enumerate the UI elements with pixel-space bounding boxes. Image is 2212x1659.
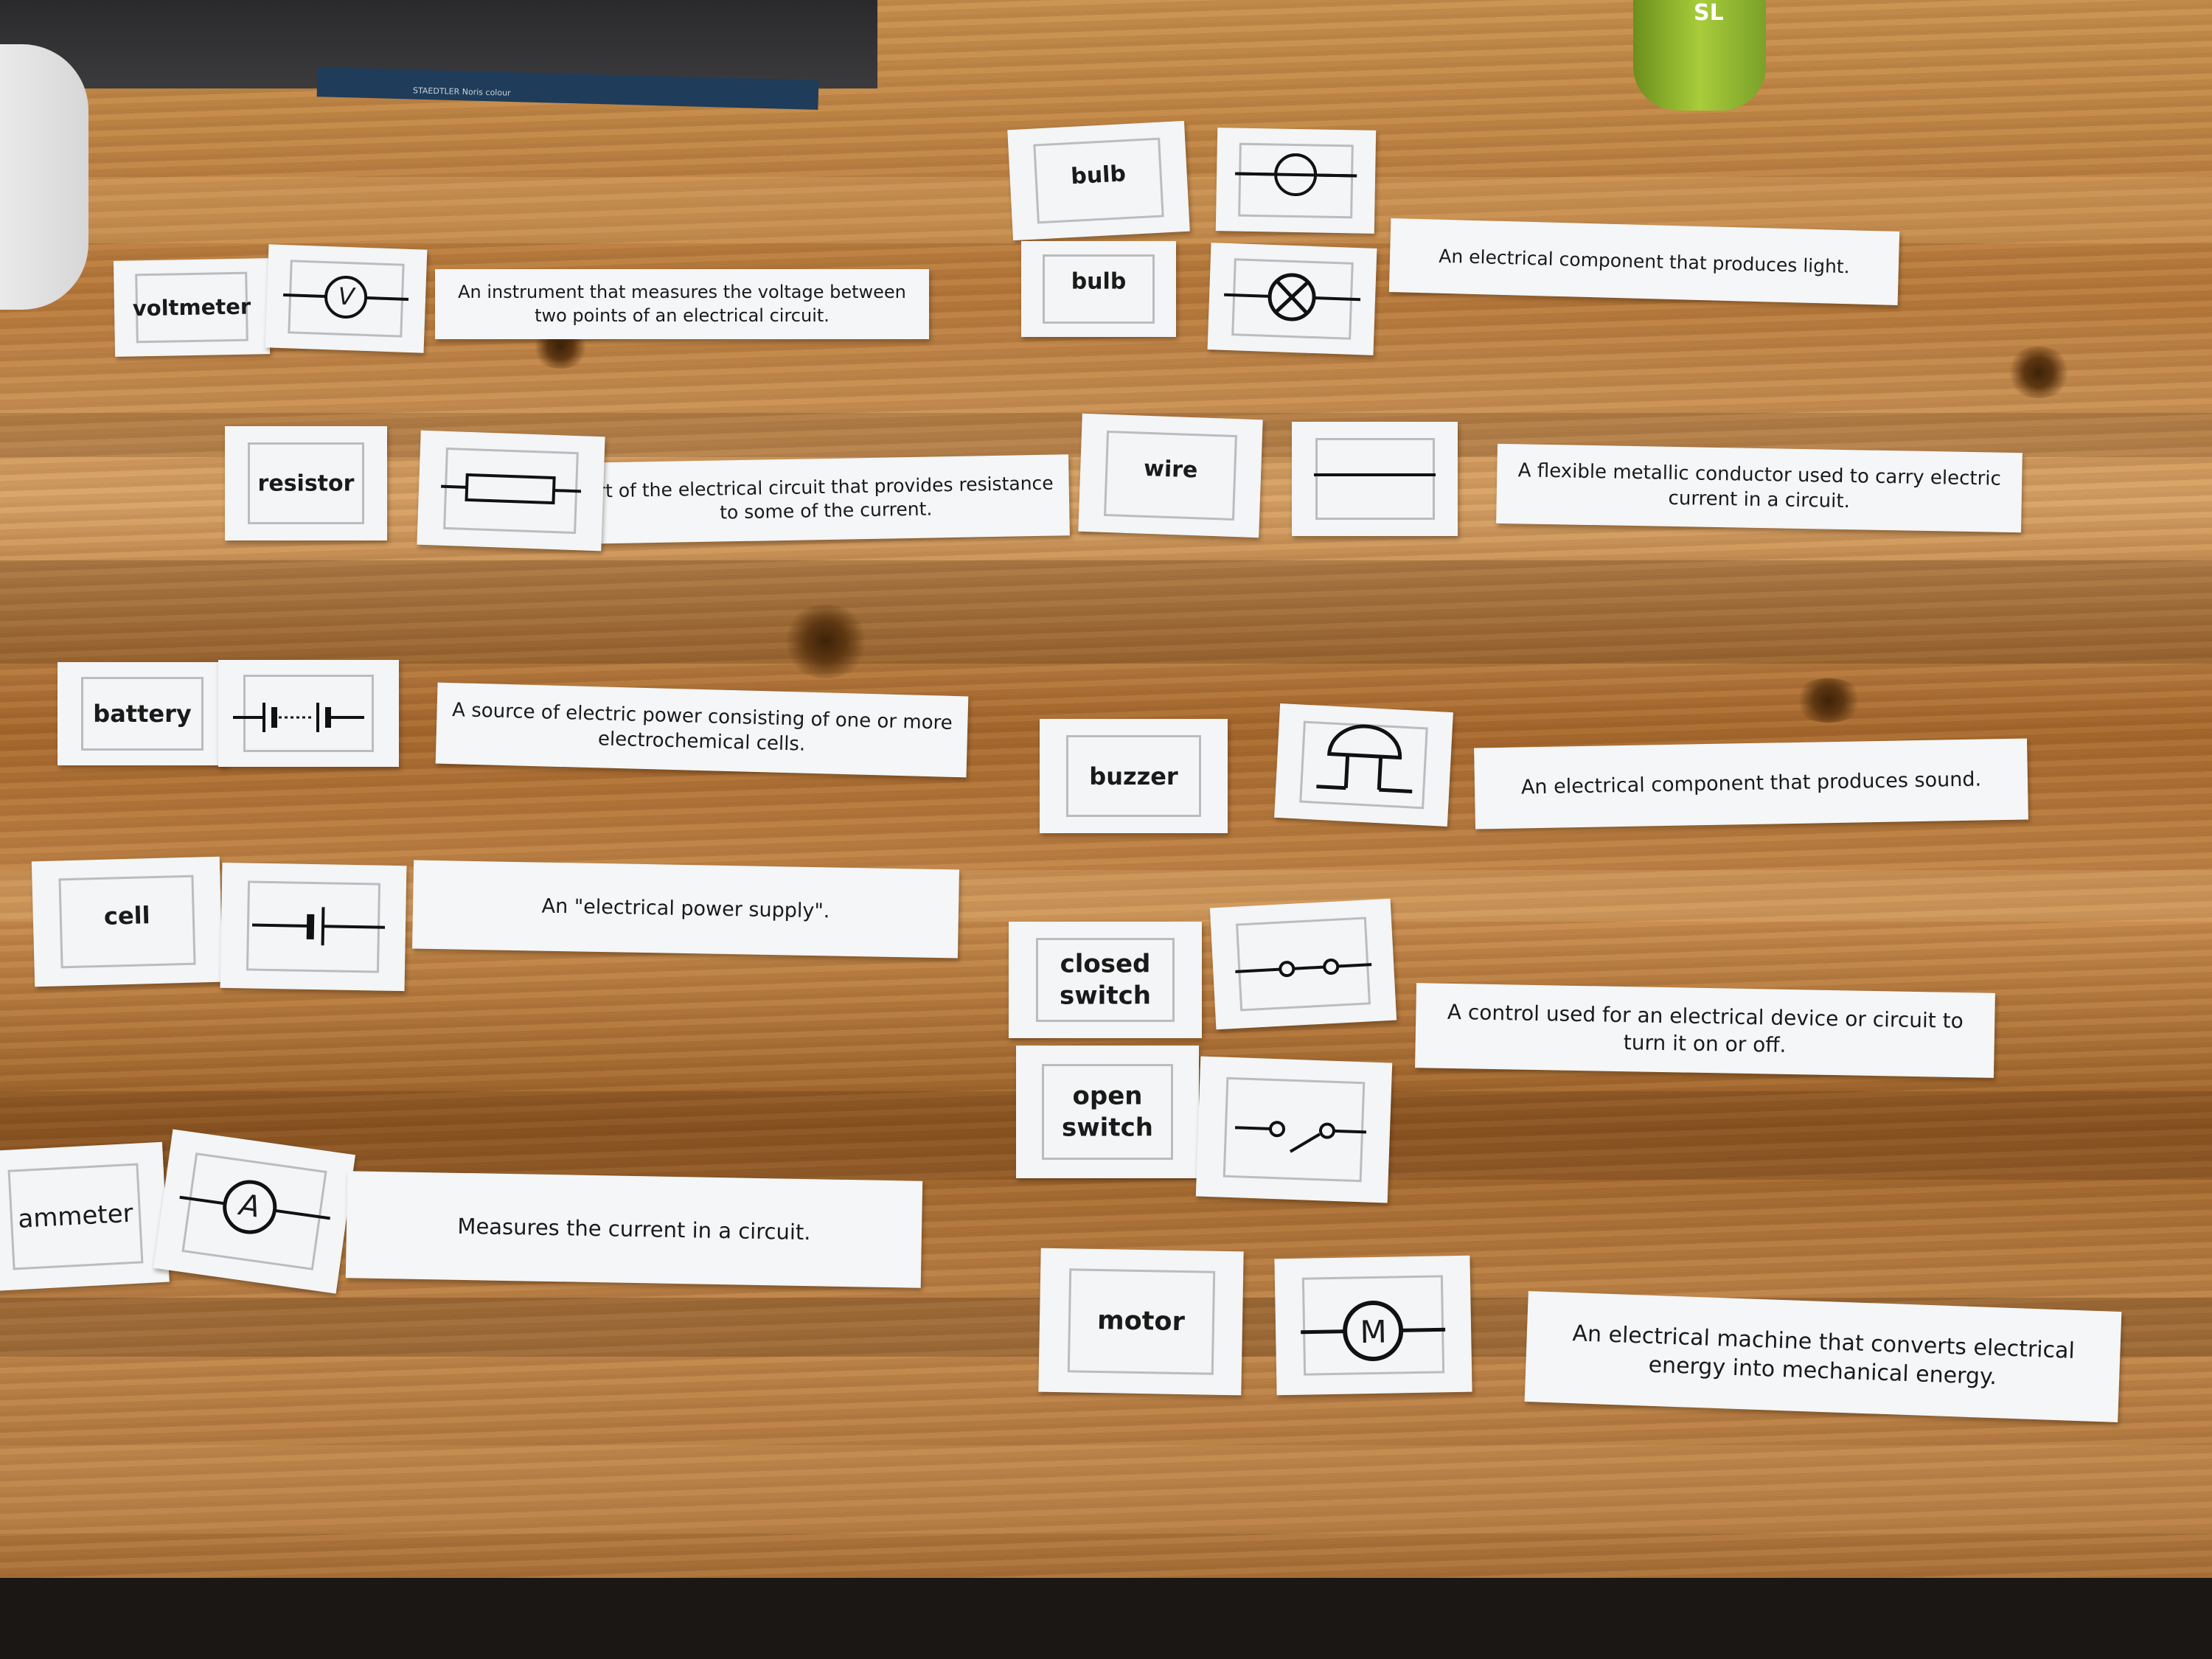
- buzzer-word-card: buzzer: [1040, 719, 1228, 833]
- open-switch-symbol-icon: [1234, 1121, 1367, 1153]
- buzzer-definition-strip: An electrical component that produces so…: [1474, 738, 2028, 830]
- resistor-symbol-card: [417, 430, 605, 552]
- battery-symbol-icon: [233, 703, 364, 732]
- motor-symbol-letter: M: [1360, 1313, 1388, 1350]
- ammeter-symbol-icon: [179, 1180, 330, 1234]
- motor-symbol-icon: [1301, 1301, 1446, 1362]
- voltmeter-label: voltmeter: [132, 293, 251, 321]
- open-switch-symbol-card: [1195, 1056, 1393, 1203]
- motor-label: motor: [1096, 1305, 1186, 1337]
- wood-knot: [2006, 347, 2072, 398]
- wire-symbol-card: [1292, 422, 1458, 536]
- bulb-definition-strip: An electrical component that produces li…: [1388, 218, 1900, 306]
- closed-switch-word-card: closed switch: [1009, 922, 1202, 1038]
- buzzer-symbol-icon: [1316, 724, 1413, 793]
- resistor-word-card: resistor: [225, 426, 387, 540]
- wood-knot: [782, 605, 870, 678]
- open-switch-label: open switch: [1062, 1081, 1153, 1143]
- cell-word-card: cell: [31, 856, 223, 987]
- open-switch-word-card: open switch: [1016, 1046, 1199, 1178]
- resistor-label: resistor: [257, 470, 355, 496]
- battery-definition-strip: A source of electric power consisting of…: [435, 682, 969, 778]
- voltmeter-symbol-card: V: [265, 244, 428, 353]
- voltmeter-symbol-letter: V: [337, 282, 355, 311]
- wood-knot: [1792, 678, 1865, 723]
- ammeter-definition-strip: Measures the current in a circuit.: [345, 1171, 923, 1288]
- switch-definition-strip: A control used for an electrical device …: [1415, 983, 1995, 1078]
- ammeter-symbol-card: A: [153, 1129, 356, 1294]
- motor-symbol-card: M: [1274, 1255, 1472, 1396]
- lamp-base: [0, 44, 88, 310]
- floor-shadow: [0, 1578, 2212, 1659]
- voltmeter-symbol-icon: [283, 275, 409, 319]
- motor-word-card: motor: [1038, 1248, 1244, 1396]
- glue-stick-text: SL: [1694, 0, 1724, 26]
- resistor-definition-strip: rt of the electrical circuit that provid…: [582, 454, 1070, 544]
- wire-word-card: wire: [1078, 413, 1263, 538]
- battery-symbol-card: [218, 660, 399, 767]
- closed-switch-label: closed switch: [1060, 949, 1151, 1011]
- bulb-cross-symbol-card: [1207, 243, 1377, 355]
- bulb-label-2: bulb: [1071, 268, 1127, 294]
- voltmeter-definition-strip: An instrument that measures the voltage …: [435, 269, 929, 339]
- motor-definition-strip: An electrical machine that converts elec…: [1524, 1290, 2122, 1423]
- battery-label: battery: [93, 700, 192, 728]
- wood-grain: [0, 560, 2212, 664]
- lamp-symbol-icon: [1235, 153, 1357, 196]
- wire-symbol-icon: [1314, 473, 1436, 476]
- resistor-symbol-icon: [441, 473, 582, 505]
- wood-grain: [0, 1445, 2212, 1534]
- buzzer-label: buzzer: [1089, 762, 1178, 790]
- closed-switch-symbol-card: [1209, 898, 1397, 1030]
- ammeter-word-card: ammeter: [0, 1141, 170, 1292]
- bulb-symbol-card: [1215, 128, 1377, 234]
- cell-symbol-card: [220, 862, 407, 992]
- wire-definition-strip: A flexible metallic conductor used to ca…: [1496, 443, 2023, 533]
- cell-label: cell: [103, 900, 151, 931]
- voltmeter-word-card: voltmeter: [113, 258, 271, 357]
- buzzer-symbol-card: [1274, 703, 1453, 827]
- bulb-word-card-2: bulb: [1021, 241, 1176, 337]
- closed-switch-symbol-icon: [1235, 959, 1372, 978]
- glue-stick: SL: [1633, 0, 1766, 111]
- cell-symbol-icon: [251, 907, 386, 946]
- bulb-word-card: bulb: [1007, 120, 1190, 241]
- battery-word-card: battery: [58, 662, 227, 765]
- lamp-cross-symbol-icon: [1224, 273, 1361, 321]
- cell-definition-strip: An "electrical power supply".: [412, 860, 959, 959]
